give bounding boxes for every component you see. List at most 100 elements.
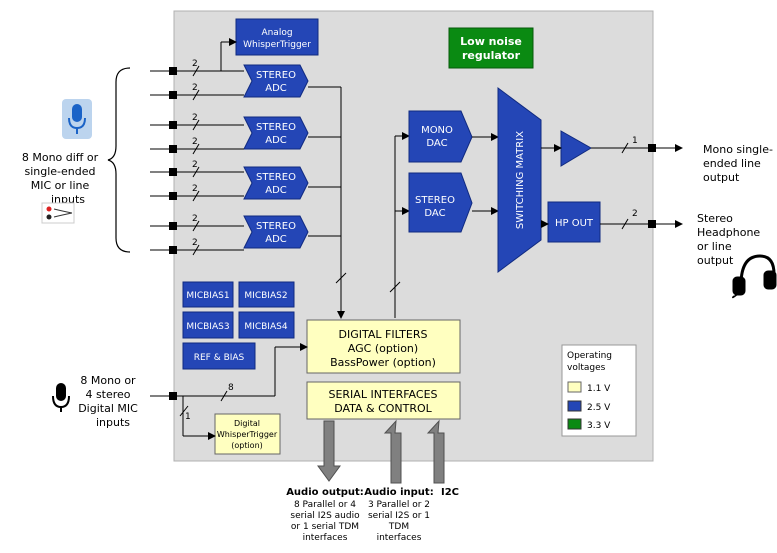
svg-text:ADC: ADC	[265, 185, 287, 196]
svg-text:DAC: DAC	[426, 138, 447, 149]
dac-to-matrix-wiring	[472, 133, 499, 215]
svg-text:BassPower (option): BassPower (option)	[330, 356, 436, 369]
digital-mic-terminal	[169, 392, 177, 400]
digital-mic-label: 8 Mono or 4 stereo Digital MIC inputs	[78, 374, 138, 429]
legend-item-3-3-3-v: 3.3 V	[587, 421, 611, 431]
svg-text:MICBIAS4: MICBIAS4	[244, 322, 287, 332]
output-wiring	[541, 142, 683, 230]
micbias4-block: MICBIAS4	[238, 311, 295, 339]
switching-matrix-block: SWITCHING MATRIX	[497, 87, 542, 273]
svg-text:serial I2S audio: serial I2S audio	[290, 511, 360, 521]
digital-bus-widths: 8 1	[185, 383, 234, 422]
input-brace	[107, 67, 131, 253]
svg-text:MICBIAS3: MICBIAS3	[186, 322, 229, 332]
stereo-headphone-output-label: Stereo Headphone or line output	[697, 212, 760, 267]
output-bus-widths: 1 2	[632, 136, 638, 219]
svg-text:ended line: ended line	[703, 157, 761, 170]
svg-text:STEREO: STEREO	[256, 70, 296, 81]
svg-text:STEREO: STEREO	[256, 172, 296, 183]
svg-text:Headphone: Headphone	[697, 226, 760, 239]
rca-cable-icon	[41, 202, 75, 224]
svg-text:Digital MIC: Digital MIC	[78, 402, 138, 415]
svg-text:4 stereo: 4 stereo	[85, 388, 130, 401]
svg-text:REF & BIAS: REF & BIAS	[194, 353, 245, 363]
audio-output-label: Audio output: 8 Parallel or 4 serial I2S…	[286, 487, 364, 543]
stereo-adc-4: STEREO ADC	[243, 215, 309, 249]
svg-text:MICBIAS2: MICBIAS2	[244, 291, 287, 301]
low-noise-line1: Low noise	[460, 35, 522, 48]
stereo-adc-1: STEREO ADC	[243, 64, 309, 98]
svg-text:Mono single-: Mono single-	[703, 143, 773, 156]
svg-text:HP OUT: HP OUT	[555, 218, 594, 229]
svg-text:serial I2S or 1: serial I2S or 1	[368, 511, 430, 521]
svg-text:DIGITAL FILTERS: DIGITAL FILTERS	[339, 328, 428, 341]
analog-whisper-line1: Analog	[261, 28, 292, 38]
svg-text:MICBIAS1: MICBIAS1	[186, 291, 229, 301]
svg-text:ADC: ADC	[265, 83, 287, 94]
audio-input-label: Audio input: 3 Parallel or 2 serial I2S …	[364, 487, 433, 543]
svg-text:or 1 serial TDM: or 1 serial TDM	[291, 522, 359, 532]
svg-text:STEREO: STEREO	[415, 195, 455, 206]
svg-text:interfaces: interfaces	[303, 533, 348, 543]
svg-text:1: 1	[632, 136, 638, 146]
legend-title-line1: Operating	[567, 351, 612, 361]
analog-whisper-line2: WhisperTrigger	[243, 40, 311, 50]
digital-whispertrigger-block: Digital WhisperTrigger (option)	[214, 413, 281, 455]
adc-to-filter-wiring	[308, 86, 410, 319]
i2c-label: I2C	[441, 487, 459, 498]
svg-text:WhisperTrigger: WhisperTrigger	[217, 430, 278, 439]
svg-text:SWITCHING MATRIX: SWITCHING MATRIX	[515, 131, 526, 229]
legend-item-1-1-v: 1.1 V	[587, 384, 611, 394]
micbias3-block: MICBIAS3	[182, 311, 234, 339]
svg-text:8 Mono or: 8 Mono or	[80, 374, 136, 387]
micbias2-block: MICBIAS2	[238, 281, 295, 308]
svg-text:MIC or line: MIC or line	[31, 179, 90, 192]
svg-text:2: 2	[192, 238, 198, 248]
stereo-adc-2: STEREO ADC	[243, 116, 309, 150]
serial-interfaces-block: SERIAL INTERFACES DATA & CONTROL	[306, 381, 461, 420]
svg-text:single-ended: single-ended	[24, 165, 95, 178]
svg-text:or line: or line	[697, 240, 732, 253]
microphone-icon	[62, 99, 92, 139]
analog-whispertrigger-block: Analog WhisperTrigger	[235, 18, 319, 56]
stereo-dac-block: STEREO DAC	[408, 172, 473, 233]
ref-bias-block: REF & BIAS	[182, 342, 256, 370]
svg-text:1: 1	[185, 412, 191, 422]
voltage-legend: Operating voltages 1.1 V 2.5 V 3.3 V	[561, 344, 637, 437]
svg-text:Digital: Digital	[234, 419, 260, 428]
headphones-icon	[732, 254, 777, 299]
digital-filters-block: DIGITAL FILTERS AGC (option) BassPower (…	[306, 319, 461, 374]
svg-text:2: 2	[192, 59, 198, 69]
svg-text:AGC (option): AGC (option)	[348, 342, 418, 355]
svg-text:Audio input:: Audio input:	[364, 487, 433, 498]
hp-out-block: HP OUT	[547, 201, 601, 243]
svg-text:3 Parallel or 2: 3 Parallel or 2	[368, 500, 430, 510]
mono-line-output-label: Mono single- ended line output	[703, 143, 773, 184]
legend-item-2-2-5-v: 2.5 V	[587, 403, 611, 413]
svg-text:Stereo: Stereo	[697, 212, 733, 225]
svg-text:2: 2	[632, 209, 638, 219]
svg-text:2: 2	[192, 83, 198, 93]
svg-text:inputs: inputs	[96, 416, 130, 429]
svg-text:ADC: ADC	[265, 234, 287, 245]
output-terminals	[648, 144, 656, 228]
svg-text:MONO: MONO	[421, 125, 453, 136]
input-terminals	[169, 67, 177, 254]
svg-text:SERIAL INTERFACES: SERIAL INTERFACES	[328, 388, 437, 401]
mic-inputs-label: 8 Mono diff or single-ended MIC or line …	[22, 151, 99, 206]
stereo-adc-3: STEREO ADC	[243, 166, 309, 200]
svg-text:interfaces: interfaces	[377, 533, 422, 543]
svg-text:(option): (option)	[231, 441, 263, 450]
svg-text:8 Parallel or 4: 8 Parallel or 4	[294, 500, 356, 510]
serial-io-arrows	[317, 419, 445, 484]
low-noise-line2: regulator	[462, 49, 521, 62]
svg-text:STEREO: STEREO	[256, 221, 296, 232]
svg-text:TDM: TDM	[388, 522, 409, 532]
svg-text:STEREO: STEREO	[256, 122, 296, 133]
mono-dac-block: MONO DAC	[408, 110, 473, 163]
low-noise-regulator-block: Low noise regulator	[448, 27, 534, 69]
svg-text:DAC: DAC	[424, 208, 445, 219]
svg-text:DATA & CONTROL: DATA & CONTROL	[334, 402, 432, 415]
analog-input-lines	[150, 38, 244, 256]
